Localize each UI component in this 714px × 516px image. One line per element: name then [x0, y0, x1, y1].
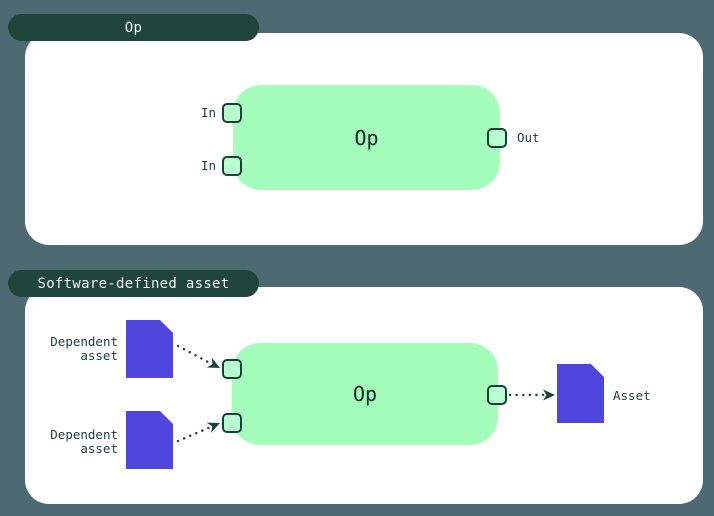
dependent-asset-label-1: Dependent asset — [50, 334, 118, 363]
input-label-2: In — [200, 158, 216, 173]
tab-software-defined-asset-label: Software-defined asset — [37, 275, 230, 292]
asset-op-node-label: Op — [352, 382, 378, 406]
output-label: Out — [517, 130, 540, 145]
asset-label: Asset — [613, 388, 651, 403]
output-port — [487, 128, 507, 148]
asset-op-node: Op — [232, 343, 498, 445]
tab-op: Op — [8, 14, 259, 41]
input-port-1 — [222, 103, 242, 123]
input-label-1: In — [200, 105, 216, 120]
dependent-asset-document-icon-2 — [126, 411, 173, 469]
asset-input-port-2 — [222, 413, 242, 433]
input-port-2 — [222, 156, 242, 176]
asset-document-icon — [557, 364, 604, 423]
dependent-asset-label-2: Dependent asset — [50, 427, 118, 456]
dependent-asset-document-icon-1 — [126, 320, 173, 378]
op-node-label: Op — [354, 125, 379, 150]
op-node: Op — [233, 85, 500, 190]
tab-software-defined-asset: Software-defined asset — [8, 270, 259, 297]
asset-input-port-1 — [222, 359, 242, 379]
asset-output-port — [487, 385, 507, 405]
tab-op-label: Op — [124, 19, 143, 36]
